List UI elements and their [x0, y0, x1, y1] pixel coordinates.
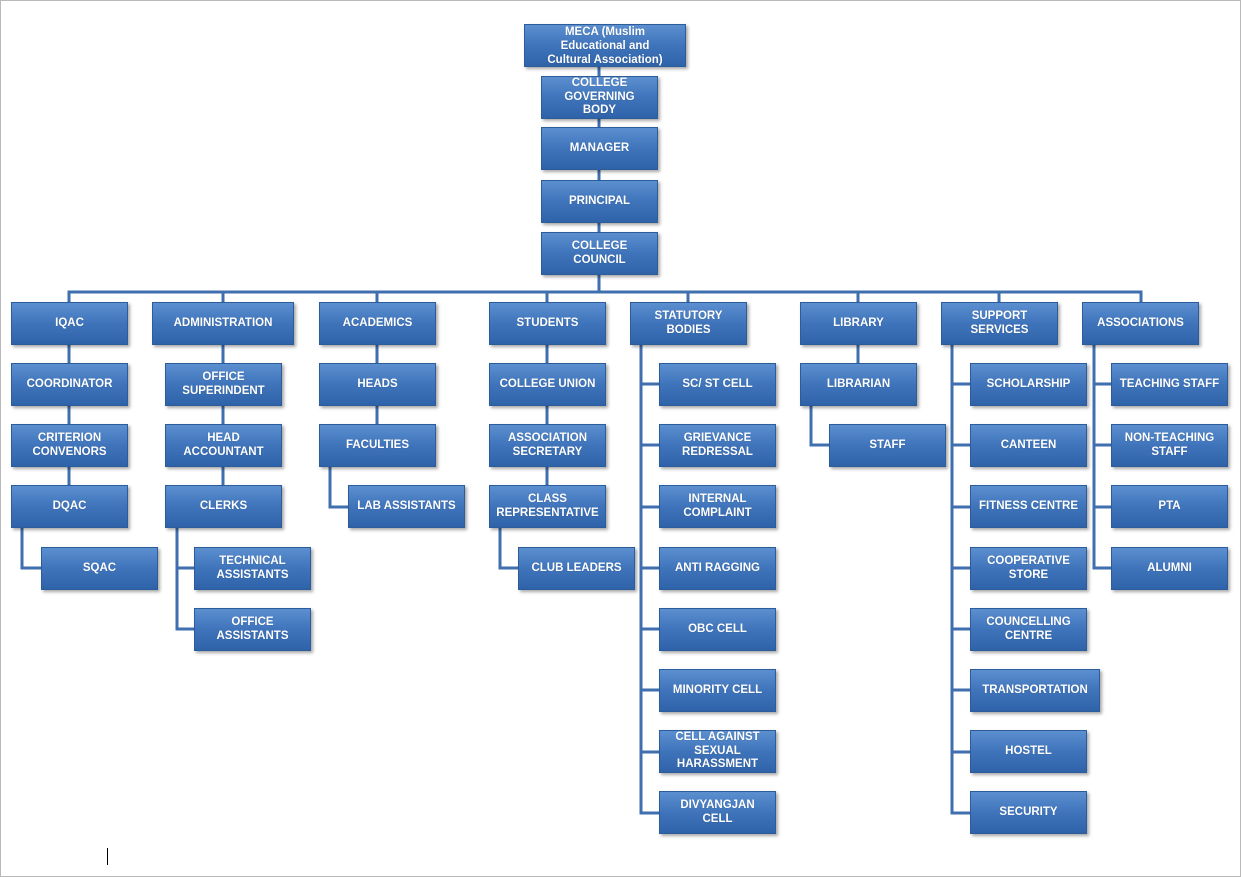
- teaching-staff-box: TEACHING STAFF: [1111, 363, 1228, 406]
- security-box: SECURITY: [970, 791, 1087, 834]
- head-accountant-box: HEAD ACCOUNTANT: [165, 424, 282, 467]
- students-box: STUDENTS: [489, 302, 606, 345]
- association-secretary-box: ASSOCIATION SECRETARY: [489, 424, 606, 467]
- alumni-box: ALUMNI: [1111, 547, 1228, 590]
- administration-box: ADMINISTRATION: [152, 302, 294, 345]
- grievance-redressal-box: GRIEVANCE REDRESSAL: [659, 424, 776, 467]
- criterion-convenors-box: CRITERION CONVENORS: [11, 424, 128, 467]
- principal-box: PRINCIPAL: [541, 180, 658, 223]
- academics-box: ACADEMICS: [319, 302, 436, 345]
- obc-cell-box: OBC CELL: [659, 608, 776, 651]
- statutory-bodies-box: STATUTORY BODIES: [630, 302, 747, 345]
- coordinator-box: COORDINATOR: [11, 363, 128, 406]
- club-leaders-box: CLUB LEADERS: [518, 547, 635, 590]
- scholarship-box: SCHOLARSHIP: [970, 363, 1087, 406]
- librarian-box: LIBRARIAN: [800, 363, 917, 406]
- associations-box: ASSOCIATIONS: [1082, 302, 1199, 345]
- fitness-centre-box: FITNESS CENTRE: [970, 485, 1087, 528]
- divyangjan-cell-box: DIVYANGJAN CELL: [659, 791, 776, 834]
- cooperative-store-box: COOPERATIVE STORE: [970, 547, 1087, 590]
- transportation-box: TRANSPORTATION: [970, 669, 1100, 712]
- internal-complaint-box: INTERNAL COMPLAINT: [659, 485, 776, 528]
- sqac-box: SQAC: [41, 547, 158, 590]
- faculties-box: FACULTIES: [319, 424, 436, 467]
- anti-ragging-box: ANTI RAGGING: [659, 547, 776, 590]
- text-cursor: [107, 848, 108, 865]
- sc-st-cell-box: SC/ ST CELL: [659, 363, 776, 406]
- college-union-box: COLLEGE UNION: [489, 363, 606, 406]
- office-assistants-box: OFFICE ASSISTANTS: [194, 608, 311, 651]
- sexual-harassment-cell-box: CELL AGAINST SEXUAL HARASSMENT: [659, 730, 776, 773]
- counselling-centre-box: COUNCELLING CENTRE: [970, 608, 1087, 651]
- clerks-box: CLERKS: [165, 485, 282, 528]
- minority-cell-box: MINORITY CELL: [659, 669, 776, 712]
- college-council-box: COLLEGE COUNCIL: [541, 232, 658, 275]
- pta-box: PTA: [1111, 485, 1228, 528]
- library-box: LIBRARY: [800, 302, 917, 345]
- iqac-box: IQAC: [11, 302, 128, 345]
- class-representative-box: CLASS REPRESENTATIVE: [489, 485, 606, 528]
- lab-assistants-box: LAB ASSISTANTS: [348, 485, 465, 528]
- hostel-box: HOSTEL: [970, 730, 1087, 773]
- support-services-box: SUPPORT SERVICES: [941, 302, 1058, 345]
- dqac-box: DQAC: [11, 485, 128, 528]
- manager-box: MANAGER: [541, 127, 658, 170]
- heads-box: HEADS: [319, 363, 436, 406]
- non-teaching-staff-box: NON-TEACHING STAFF: [1111, 424, 1228, 467]
- meca-box: MECA (Muslim Educational and Cultural As…: [524, 24, 686, 67]
- canteen-box: CANTEEN: [970, 424, 1087, 467]
- office-superintendent-box: OFFICE SUPERINDENT: [165, 363, 282, 406]
- technical-assistants-box: TECHNICAL ASSISTANTS: [194, 547, 311, 590]
- college-governing-body-box: COLLEGE GOVERNING BODY: [541, 76, 658, 119]
- library-staff-box: STAFF: [829, 424, 946, 467]
